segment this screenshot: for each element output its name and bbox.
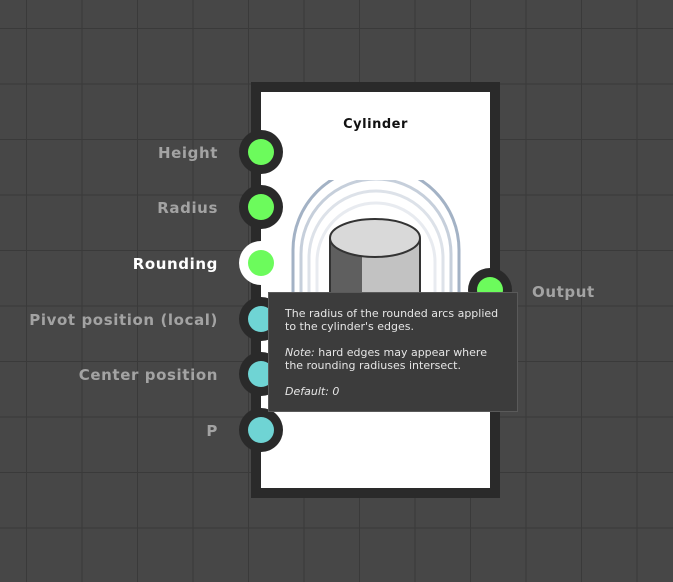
input-label-height: Height: [157, 144, 218, 162]
input-label-center-position: Center position: [78, 366, 218, 384]
input-port-p[interactable]: [239, 408, 283, 452]
tooltip-default: Default: 0: [285, 385, 502, 398]
input-label-p: P: [206, 422, 218, 440]
input-port-rounding[interactable]: [239, 241, 283, 285]
input-label-pivot-position: Pivot position (local): [29, 311, 218, 329]
tooltip-note-text: hard edges may appear where the rounding…: [285, 346, 487, 372]
input-port-radius[interactable]: [239, 185, 283, 229]
port-dot: [248, 417, 274, 443]
rounding-tooltip: The radius of the rounded arcs applied t…: [268, 292, 518, 412]
port-dot: [248, 194, 274, 220]
port-dot: [248, 139, 274, 165]
port-dot: [248, 250, 274, 276]
input-label-radius: Radius: [157, 199, 218, 217]
tooltip-description: The radius of the rounded arcs applied t…: [285, 307, 499, 333]
node-title: Cylinder: [343, 117, 408, 132]
tooltip-note: Note: hard edges may appear where the ro…: [285, 346, 502, 372]
input-port-height[interactable]: [239, 130, 283, 174]
input-label-rounding: Rounding: [132, 255, 218, 273]
tooltip-default-value: Default: 0: [285, 385, 340, 398]
tooltip-note-label: Note:: [285, 346, 315, 359]
output-label: Output: [532, 283, 595, 301]
